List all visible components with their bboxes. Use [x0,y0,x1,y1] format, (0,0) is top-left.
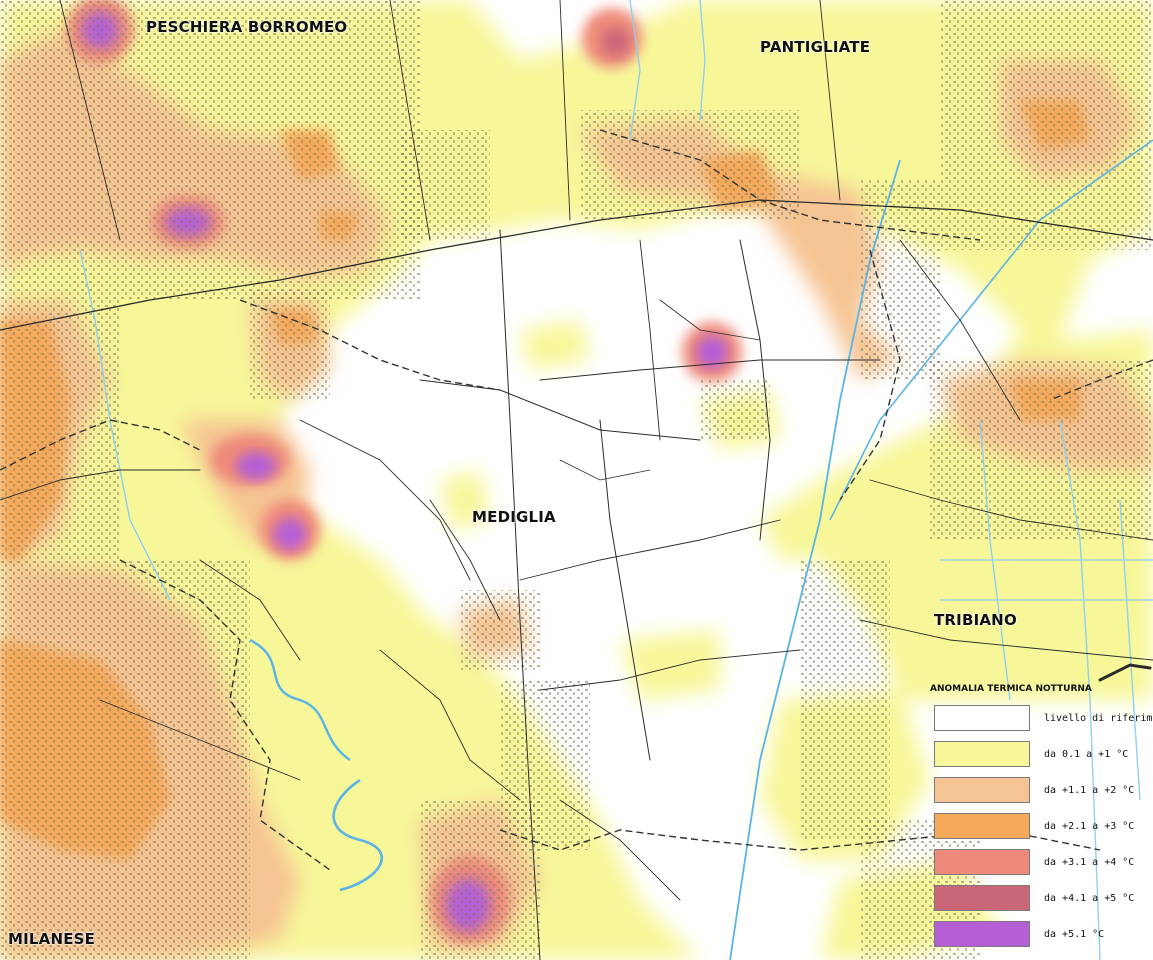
legend-swatch [934,849,1030,875]
legend-label: da +1.1 a +2 °C [1044,784,1135,796]
legend-item: da +5.1 °C [930,916,1150,952]
legend-label: da +2.1 a +3 °C [1044,820,1135,832]
map-legend: ANOMALIA TERMICA NOTTURNA livello di rif… [930,684,1153,952]
legend-item: livello di riferimento [930,700,1153,736]
legend-swatch [934,777,1030,803]
municipal-boundaries [0,129,1153,871]
legend-swatch [934,741,1030,767]
legend-label: da 0.1 a +1 °C [1044,748,1129,760]
legend-swatch [934,705,1030,731]
place-label-peschiera-borromeo: PESCHIERA BORROMEO [146,18,348,36]
legend-title: ANOMALIA TERMICA NOTTURNA [930,684,1092,694]
legend-item: da +3.1 a +4 °C [930,844,1150,880]
legend-swatch [934,921,1030,947]
legend-swatch [934,813,1030,839]
legend-item: da +1.1 a +2 °C [930,772,1150,808]
legend-item: da +4.1 a +5 °C [930,880,1150,916]
legend-label: da +4.1 a +5 °C [1044,892,1135,904]
legend-item: da 0.1 a +1 °C [930,736,1150,772]
place-label-pantigliate: PANTIGLIATE [760,38,871,56]
legend-swatch [934,885,1030,911]
place-label-milanese: MILANESE [8,930,96,948]
legend-label: livello di riferimento [1044,712,1153,724]
legend-label: da +5.1 °C [1044,928,1105,940]
legend-label: da +3.1 a +4 °C [1044,856,1135,868]
place-label-mediglia: MEDIGLIA [472,508,556,526]
place-label-tribiano: TRIBIANO [934,611,1017,629]
legend-item: da +2.1 a +3 °C [930,808,1150,844]
